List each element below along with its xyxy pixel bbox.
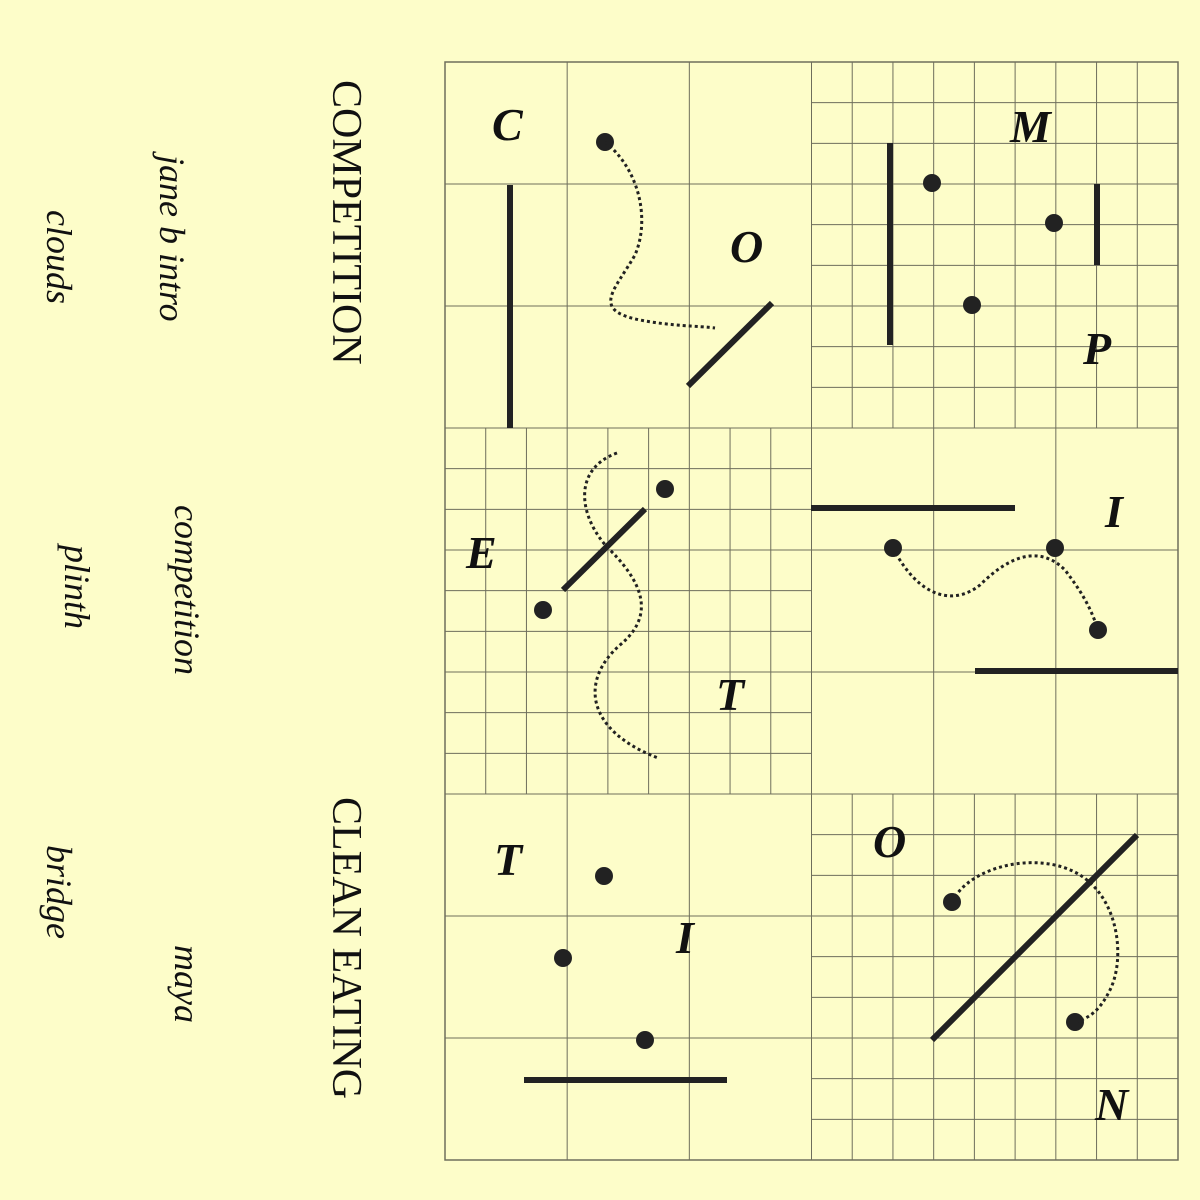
letter-o: O bbox=[873, 816, 906, 867]
dotted-curve bbox=[891, 547, 1100, 631]
dot bbox=[656, 480, 674, 498]
dot bbox=[595, 867, 613, 885]
track-jane-b-intro: jane b intro bbox=[152, 151, 192, 322]
letter-t: T bbox=[716, 669, 746, 720]
letter-m: M bbox=[1009, 101, 1053, 152]
side-b-title: CLEAN EATING bbox=[323, 797, 369, 1099]
dot bbox=[923, 174, 941, 192]
dotted-curve bbox=[604, 140, 716, 330]
letter-n: N bbox=[1094, 1079, 1130, 1130]
dot bbox=[1045, 214, 1063, 232]
track-maya: maya bbox=[167, 945, 207, 1023]
track-bridge: bridge bbox=[39, 845, 79, 939]
diagonal-bar bbox=[560, 506, 648, 593]
track-competition: competition bbox=[167, 505, 207, 675]
letter-i: I bbox=[675, 912, 696, 963]
letter-p: P bbox=[1082, 323, 1112, 374]
dot bbox=[636, 1031, 654, 1049]
dot bbox=[554, 949, 572, 967]
diagonal-bar bbox=[929, 832, 1140, 1043]
side-a-title: COMPETITION bbox=[323, 80, 369, 365]
track-clouds: clouds bbox=[39, 210, 79, 304]
letter-c: C bbox=[492, 99, 524, 150]
dot bbox=[1046, 539, 1064, 557]
grid-border bbox=[444, 61, 1179, 1161]
dot bbox=[534, 601, 552, 619]
dotted-arc bbox=[950, 861, 1120, 1024]
letter-t: T bbox=[494, 834, 524, 885]
dotted-wave bbox=[583, 451, 659, 760]
track-plinth: plinth bbox=[57, 542, 97, 629]
letter-e: E bbox=[465, 527, 497, 578]
letter-i: I bbox=[1104, 486, 1125, 537]
grid-panels bbox=[444, 61, 1179, 1161]
dot bbox=[963, 296, 981, 314]
dot bbox=[1066, 1013, 1084, 1031]
diagonal-bar bbox=[685, 300, 775, 389]
letter-o: O bbox=[730, 221, 763, 272]
